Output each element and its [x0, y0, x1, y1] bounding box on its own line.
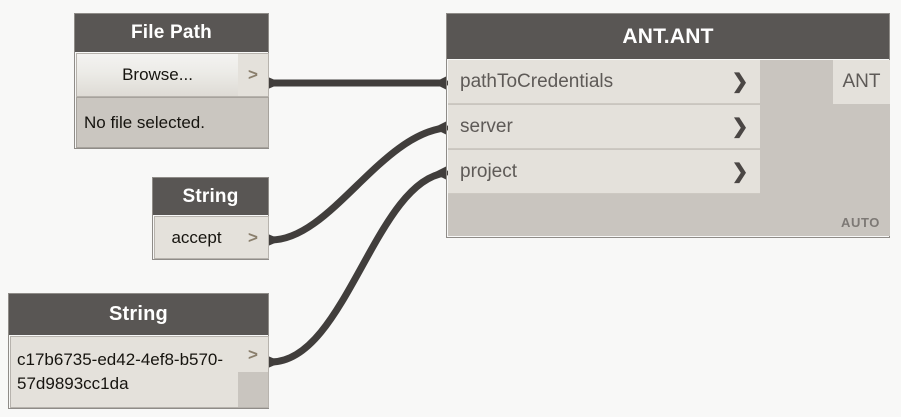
- chevron-right-icon[interactable]: ❯: [731, 71, 749, 93]
- node-string-guid[interactable]: String c17b6735-ed42-4ef8-b570-57d9893cc…: [8, 293, 269, 409]
- port-marker-in-project: [433, 166, 447, 180]
- node-ant-ant[interactable]: ANT.ANT pathToCredentials ❯ server ❯ pro…: [446, 13, 890, 238]
- node-ant-ant-body: pathToCredentials ❯ server ❯ project ❯ A…: [448, 60, 890, 236]
- node-ant-ant-title: ANT.ANT: [447, 14, 889, 59]
- node-file-path-title: File Path: [75, 14, 268, 52]
- input-port-server[interactable]: server ❯: [448, 105, 760, 149]
- port-marker-out-string-accept: [268, 234, 282, 246]
- input-port-label: project: [460, 160, 518, 182]
- input-port-label: pathToCredentials: [460, 70, 614, 92]
- output-port-filler: [238, 372, 268, 407]
- file-path-browse-row: Browse... >: [76, 53, 269, 97]
- string-accept-row: accept >: [154, 216, 269, 259]
- input-port-pathtocredentials[interactable]: pathToCredentials ❯: [448, 60, 760, 104]
- node-file-path[interactable]: File Path Browse... > No file selected.: [74, 13, 269, 149]
- run-mode-badge: AUTO: [841, 215, 880, 230]
- output-port-chevron-icon: >: [248, 344, 258, 364]
- file-status-label: No file selected.: [76, 97, 269, 148]
- node-string-accept-title: String: [153, 178, 268, 215]
- port-marker-out-string-guid: [268, 356, 282, 368]
- browse-button[interactable]: Browse...: [76, 53, 238, 97]
- output-port-string-guid[interactable]: >: [238, 336, 269, 408]
- output-port-ant[interactable]: ANT: [833, 60, 890, 104]
- input-port-project[interactable]: project ❯: [448, 150, 760, 194]
- string-accept-input[interactable]: accept: [154, 216, 238, 259]
- node-string-accept[interactable]: String accept >: [152, 177, 269, 260]
- port-marker-out-filepath: [268, 77, 282, 89]
- node-string-guid-title: String: [9, 294, 268, 335]
- chevron-right-icon[interactable]: ❯: [731, 116, 749, 138]
- wire-string-accept-to-server: [267, 124, 449, 244]
- wire-string-guid-to-project: [267, 169, 449, 366]
- input-port-label: server: [460, 115, 513, 137]
- output-port-file-path[interactable]: >: [238, 53, 269, 97]
- port-marker-in-pathtocredentials: [433, 76, 447, 90]
- string-guid-row: c17b6735-ed42-4ef8-b570-57d9893cc1da >: [10, 336, 269, 408]
- output-port-string-accept[interactable]: >: [238, 216, 269, 259]
- string-guid-input[interactable]: c17b6735-ed42-4ef8-b570-57d9893cc1da: [10, 336, 238, 408]
- chevron-right-icon[interactable]: ❯: [731, 161, 749, 183]
- port-marker-in-server: [433, 121, 447, 135]
